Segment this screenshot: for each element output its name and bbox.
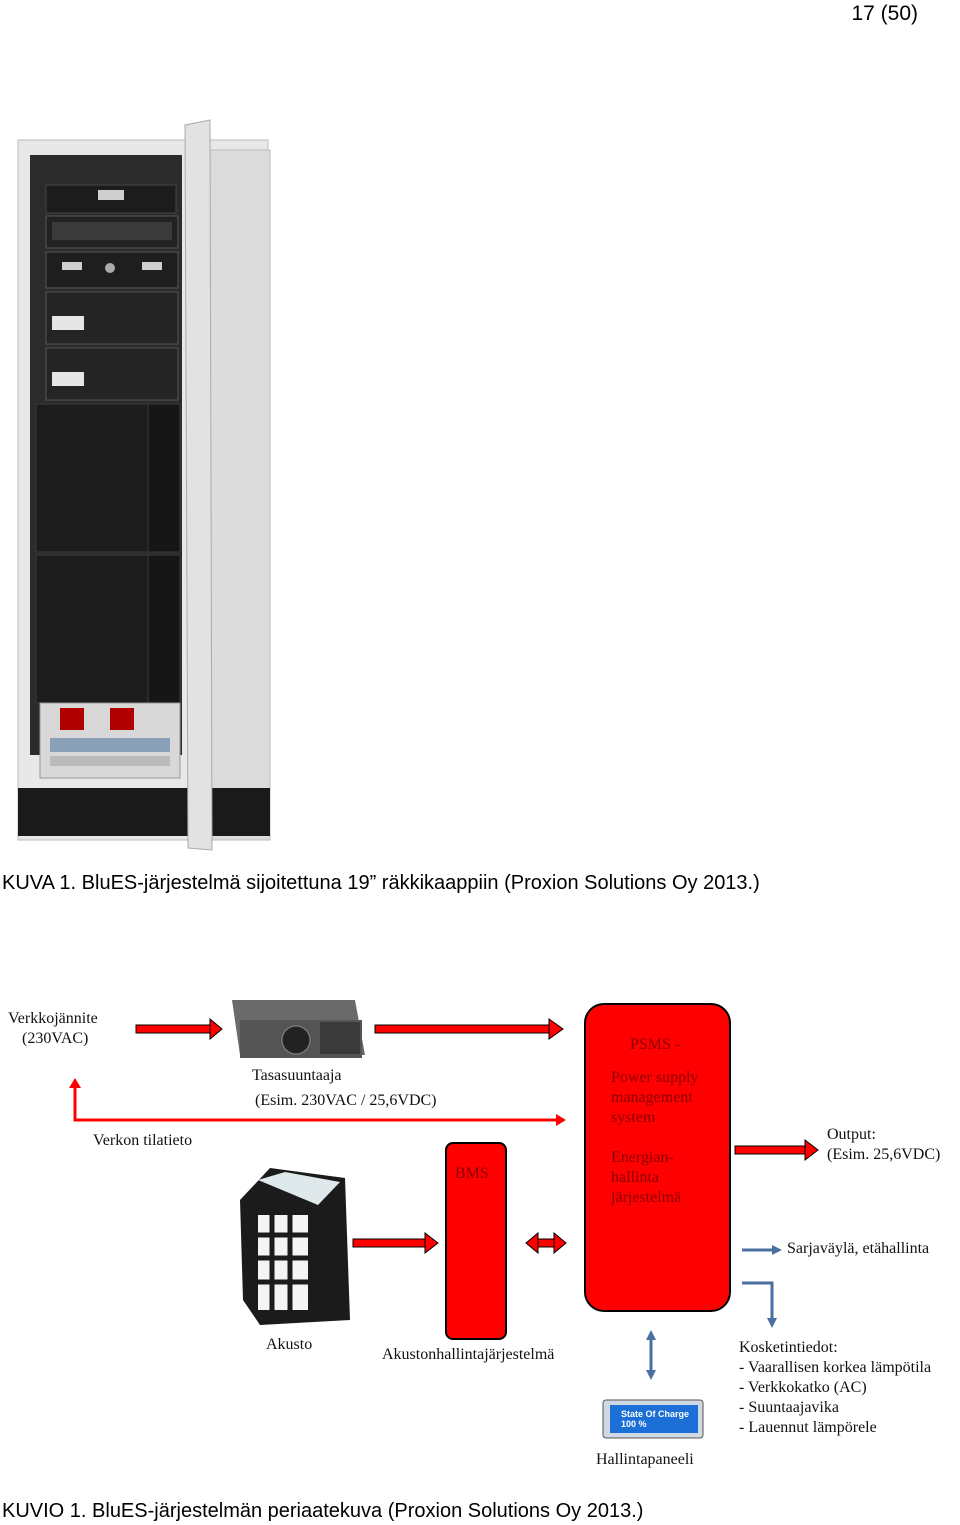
output-label-line1: Output: xyxy=(827,1126,876,1143)
arrow-battery-to-bms xyxy=(352,1231,439,1255)
psms-line4: Energian- xyxy=(611,1149,674,1166)
arrow-panel xyxy=(646,1330,656,1380)
psms-box: PSMS - Power supply management system En… xyxy=(584,1003,731,1312)
contacts-item: - Lauennut lämpörele xyxy=(739,1419,877,1436)
rectifier-image xyxy=(232,1000,365,1058)
arrow-psms-to-output xyxy=(734,1138,819,1162)
contacts-title: Kosketintiedot: xyxy=(739,1339,838,1356)
grid-status-label: Verkon tilatieto xyxy=(93,1132,193,1149)
bus-label: Sarjaväylä, etähallinta xyxy=(787,1240,930,1257)
bms-label: BMS xyxy=(455,1165,489,1182)
input-label-line1: Verkkojännite xyxy=(8,1010,98,1027)
panel-screen-line1: State Of Charge xyxy=(621,1409,690,1419)
arrow-serial-bus xyxy=(742,1245,782,1255)
contacts-item: - Vaarallisen korkea lämpötila xyxy=(739,1359,932,1376)
panel-screen-line2: 100 % xyxy=(621,1419,647,1429)
psms-line6: järjestelmä xyxy=(611,1189,682,1206)
figure-1-caption: KUVA 1. BluES-järjestelmä sijoitettuna 1… xyxy=(2,872,760,894)
bms-box: BMS xyxy=(445,1142,507,1340)
battery-mgmt-label: Akustonhallintajärjestelmä xyxy=(382,1346,555,1363)
arrow-grid-status xyxy=(69,1078,566,1126)
psms-line5: hallinta xyxy=(611,1169,659,1186)
rectifier-example: (Esim. 230VAC / 25,6VDC) xyxy=(255,1092,437,1109)
battery-image xyxy=(240,1168,350,1325)
rectifier-label: Tasasuuntaaja xyxy=(252,1067,342,1084)
arrow-contacts xyxy=(742,1281,777,1328)
arrow-bms-psms xyxy=(525,1231,567,1255)
psms-line3: system xyxy=(611,1109,656,1126)
output-label-line2: (Esim. 25,6VDC) xyxy=(827,1146,941,1163)
battery-label: Akusto xyxy=(266,1336,313,1353)
figure-2-caption: KUVIO 1. BluES-järjestelmän periaatekuva… xyxy=(2,1500,644,1522)
psms-line2: management xyxy=(611,1089,693,1106)
contacts-item: - Suuntaajavika xyxy=(739,1399,839,1416)
contacts-item: - Verkkokatko (AC) xyxy=(739,1379,867,1396)
psms-line1: Power supply xyxy=(611,1069,699,1086)
panel-label: Hallintapaneeli xyxy=(596,1451,694,1468)
arrow-rectifier-to-psms xyxy=(374,1018,564,1040)
arrow-input-to-rectifier xyxy=(135,1017,223,1041)
input-label-line2: (230VAC) xyxy=(22,1030,89,1047)
control-panel-image xyxy=(602,1399,704,1439)
page-number: 17 (50) xyxy=(851,2,918,25)
psms-title: PSMS - xyxy=(630,1036,681,1053)
